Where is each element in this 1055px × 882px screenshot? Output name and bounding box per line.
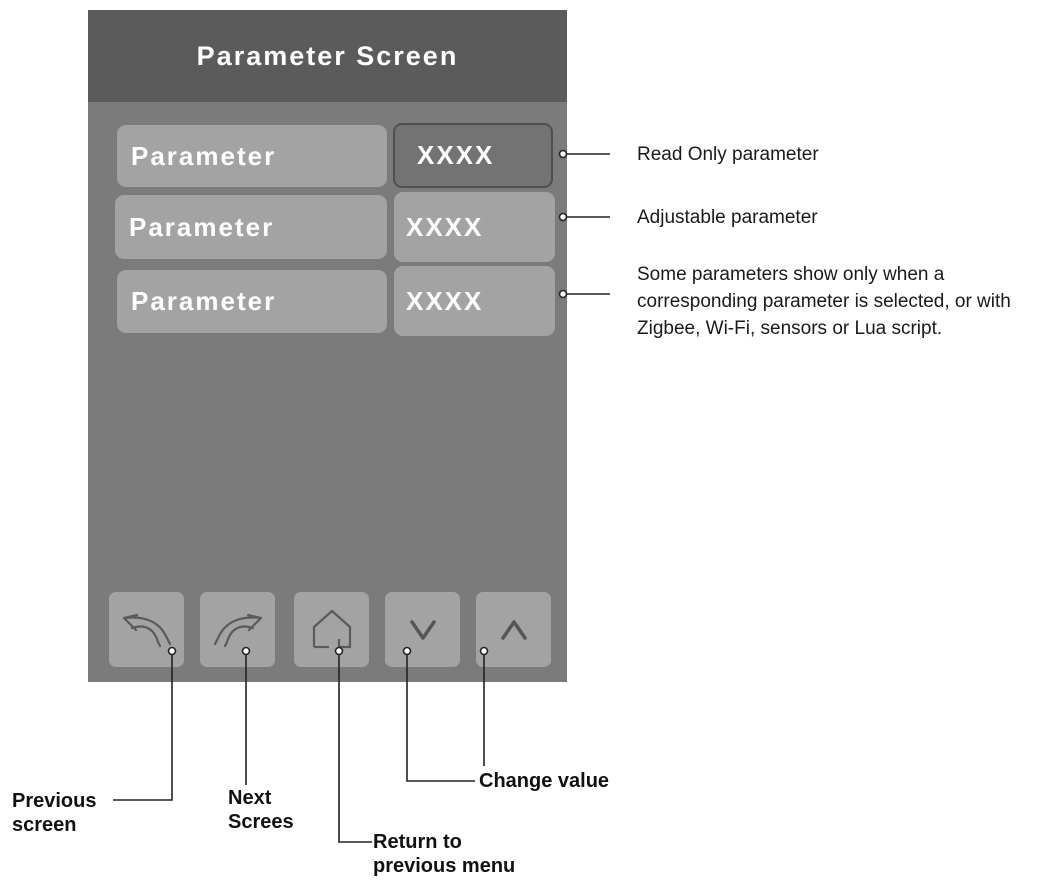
label-return-menu: Return to previous menu: [373, 830, 515, 878]
chevron-up-icon: [500, 619, 527, 640]
parameter-label-2: Parameter: [115, 195, 387, 259]
parameter-label-text: Parameter: [131, 140, 277, 171]
parameter-value-conditional[interactable]: XXXX: [394, 266, 555, 336]
callout-adjustable: Adjustable parameter: [637, 207, 818, 228]
label-next-line2: Screes: [228, 811, 294, 833]
home-button[interactable]: [294, 592, 369, 667]
callout-read-only: Read Only parameter: [637, 144, 819, 165]
label-previous-line1: Previous: [12, 790, 97, 812]
parameter-value-text: XXXX: [406, 211, 484, 242]
label-return-line1: Return to: [373, 831, 462, 853]
next-screen-button[interactable]: [200, 592, 275, 667]
label-return-line2: previous menu: [373, 855, 516, 877]
decrease-value-button[interactable]: [385, 592, 460, 667]
callout-conditional: Some parameters show only when a corresp…: [637, 264, 1011, 339]
redo-icon: [213, 613, 262, 647]
device-screen: [88, 10, 567, 682]
screen-header: Parameter Screen: [88, 10, 567, 102]
label-next-line1: Next: [228, 787, 272, 809]
undo-icon: [122, 613, 171, 647]
parameter-label-text: Parameter: [131, 286, 277, 316]
increase-value-button[interactable]: [476, 592, 551, 667]
parameter-label-1: Parameter: [117, 125, 387, 187]
parameter-label-3: Parameter: [117, 270, 387, 333]
parameter-value-read-only: XXXX: [393, 123, 553, 188]
parameter-value-adjustable[interactable]: XXXX: [394, 192, 555, 262]
parameter-value-text: XXXX: [406, 285, 484, 316]
home-icon: [312, 609, 351, 648]
chevron-down-icon: [409, 619, 436, 640]
parameter-value-text: XXXX: [417, 140, 495, 170]
label-previous-line2: screen: [12, 814, 77, 836]
screen-title: Parameter Screen: [196, 40, 459, 71]
label-change-value: Change value: [479, 770, 610, 792]
label-previous-screen: Previous screen: [12, 789, 96, 837]
label-next-screen: Next Screes: [228, 786, 294, 834]
parameter-label-text: Parameter: [129, 211, 275, 242]
